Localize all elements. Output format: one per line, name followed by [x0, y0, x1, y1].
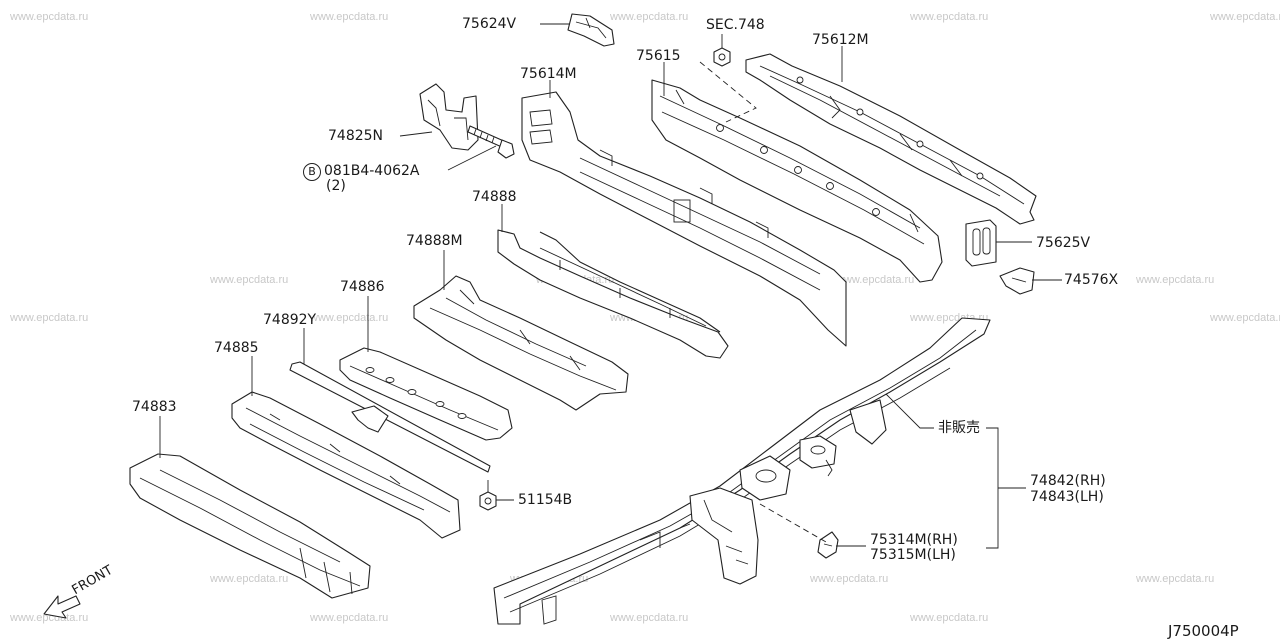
leader-74825n [399, 131, 433, 137]
part-74892y[interactable] [289, 361, 491, 473]
part-bolt-081b4-4062a[interactable] [467, 125, 515, 159]
part-74576x[interactable] [999, 267, 1035, 295]
label-74886: 74886 [340, 279, 385, 295]
label-not-for-sale: 非販売 [938, 420, 980, 436]
watermark: www.epcdata.ru [310, 612, 389, 624]
part-74888[interactable] [497, 229, 729, 359]
label-74892y: 74892Y [263, 312, 317, 328]
watermark: www.epcdata.ru [1210, 312, 1280, 324]
label-75614m: 75614M [520, 66, 577, 82]
part-75314m-75315m[interactable] [817, 531, 839, 559]
label-74843: 74843(LH) [1030, 489, 1104, 505]
label-75315m: 75315M(LH) [870, 547, 956, 563]
part-51154b-nut[interactable] [479, 480, 497, 511]
watermark: www.epcdata.ru [810, 573, 889, 585]
part-75614m[interactable] [521, 91, 847, 347]
watermark: www.epcdata.ru [610, 612, 689, 624]
watermark: www.epcdata.ru [10, 612, 89, 624]
diagram-code: J750004P [1168, 622, 1239, 640]
watermark: www.epcdata.ru [836, 274, 915, 286]
watermark: www.epcdata.ru [10, 11, 89, 23]
bolt-circle-icon: B [303, 163, 321, 181]
label-75625v: 75625V [1036, 235, 1091, 251]
leader-bolt [447, 145, 497, 171]
leader-bracket-frame [986, 427, 999, 549]
label-74885: 74885 [214, 340, 259, 356]
label-bolt-number: 081B4-4062A [324, 163, 420, 179]
part-75624v[interactable] [567, 13, 615, 47]
part-74825n[interactable] [419, 83, 479, 151]
front-arrow-icon [43, 595, 81, 619]
part-74842-74843-frame[interactable] [493, 317, 991, 625]
label-74888m: 74888M [406, 233, 463, 249]
watermark: www.epcdata.ru [310, 11, 389, 23]
dashed-line-sec748 [699, 61, 757, 123]
part-74883[interactable] [129, 453, 371, 599]
label-74576x: 74576X [1064, 272, 1119, 288]
part-75625v[interactable] [965, 219, 997, 267]
label-74883: 74883 [132, 399, 177, 415]
part-75612m[interactable] [745, 53, 1037, 225]
watermark: www.epcdata.ru [610, 11, 689, 23]
watermark: www.epcdata.ru [1136, 274, 1215, 286]
label-bolt-qty: (2) [326, 178, 346, 194]
label-75615: 75615 [636, 48, 681, 64]
watermark: www.epcdata.ru [910, 612, 989, 624]
label-74888: 74888 [472, 189, 517, 205]
label-51154b: 51154B [518, 492, 573, 508]
part-74886[interactable] [339, 347, 513, 441]
label-75612m: 75612M [812, 32, 869, 48]
part-sec748-nut[interactable] [713, 47, 731, 67]
watermark: www.epcdata.ru [210, 573, 289, 585]
label-74842: 74842(RH) [1030, 473, 1106, 489]
watermark: www.epcdata.ru [310, 312, 389, 324]
watermark: www.epcdata.ru [1210, 11, 1280, 23]
part-74885[interactable] [231, 391, 461, 539]
label-74825n: 74825N [328, 128, 384, 144]
watermark: www.epcdata.ru [210, 274, 289, 286]
watermark: www.epcdata.ru [10, 312, 89, 324]
label-sec748: SEC.748 [706, 17, 765, 33]
part-74888m[interactable] [413, 275, 629, 411]
watermark: www.epcdata.ru [1136, 573, 1215, 585]
part-75615[interactable] [651, 79, 943, 283]
label-75624v: 75624V [462, 16, 517, 32]
label-75314m: 75314M(RH) [870, 532, 958, 548]
leader-not-for-sale [885, 393, 934, 429]
dashed-line-75314m [759, 503, 827, 543]
watermark: www.epcdata.ru [910, 11, 989, 23]
